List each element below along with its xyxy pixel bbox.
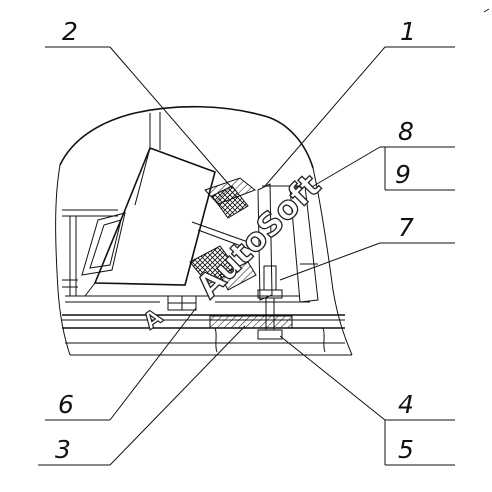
callout-5: 5 [398,435,414,464]
watermark-prefix-text: A [139,305,167,335]
callout-7: 7 [398,213,414,242]
slanted-housing [81,146,216,297]
base-plates [62,295,345,353]
callout-3: 3 [55,435,71,464]
callout-6: 6 [58,390,74,419]
bolt [257,265,283,340]
callout-1: 1 [400,17,416,46]
watermark: AutoSoft [188,166,329,307]
callout-4: 4 [398,390,414,419]
casing-outline [55,105,353,356]
seal-assembly [189,177,273,301]
watermark-text: AutoSoft [189,166,328,305]
right-support [262,185,319,303]
corner-tick [483,8,490,13]
leader-lines [38,46,455,466]
watermark-prefix: A [139,304,168,335]
small-blocks [167,295,197,311]
left-frame [62,112,161,296]
callout-9: 9 [395,160,411,189]
callout-8: 8 [398,117,414,146]
callout-2: 2 [62,17,78,46]
